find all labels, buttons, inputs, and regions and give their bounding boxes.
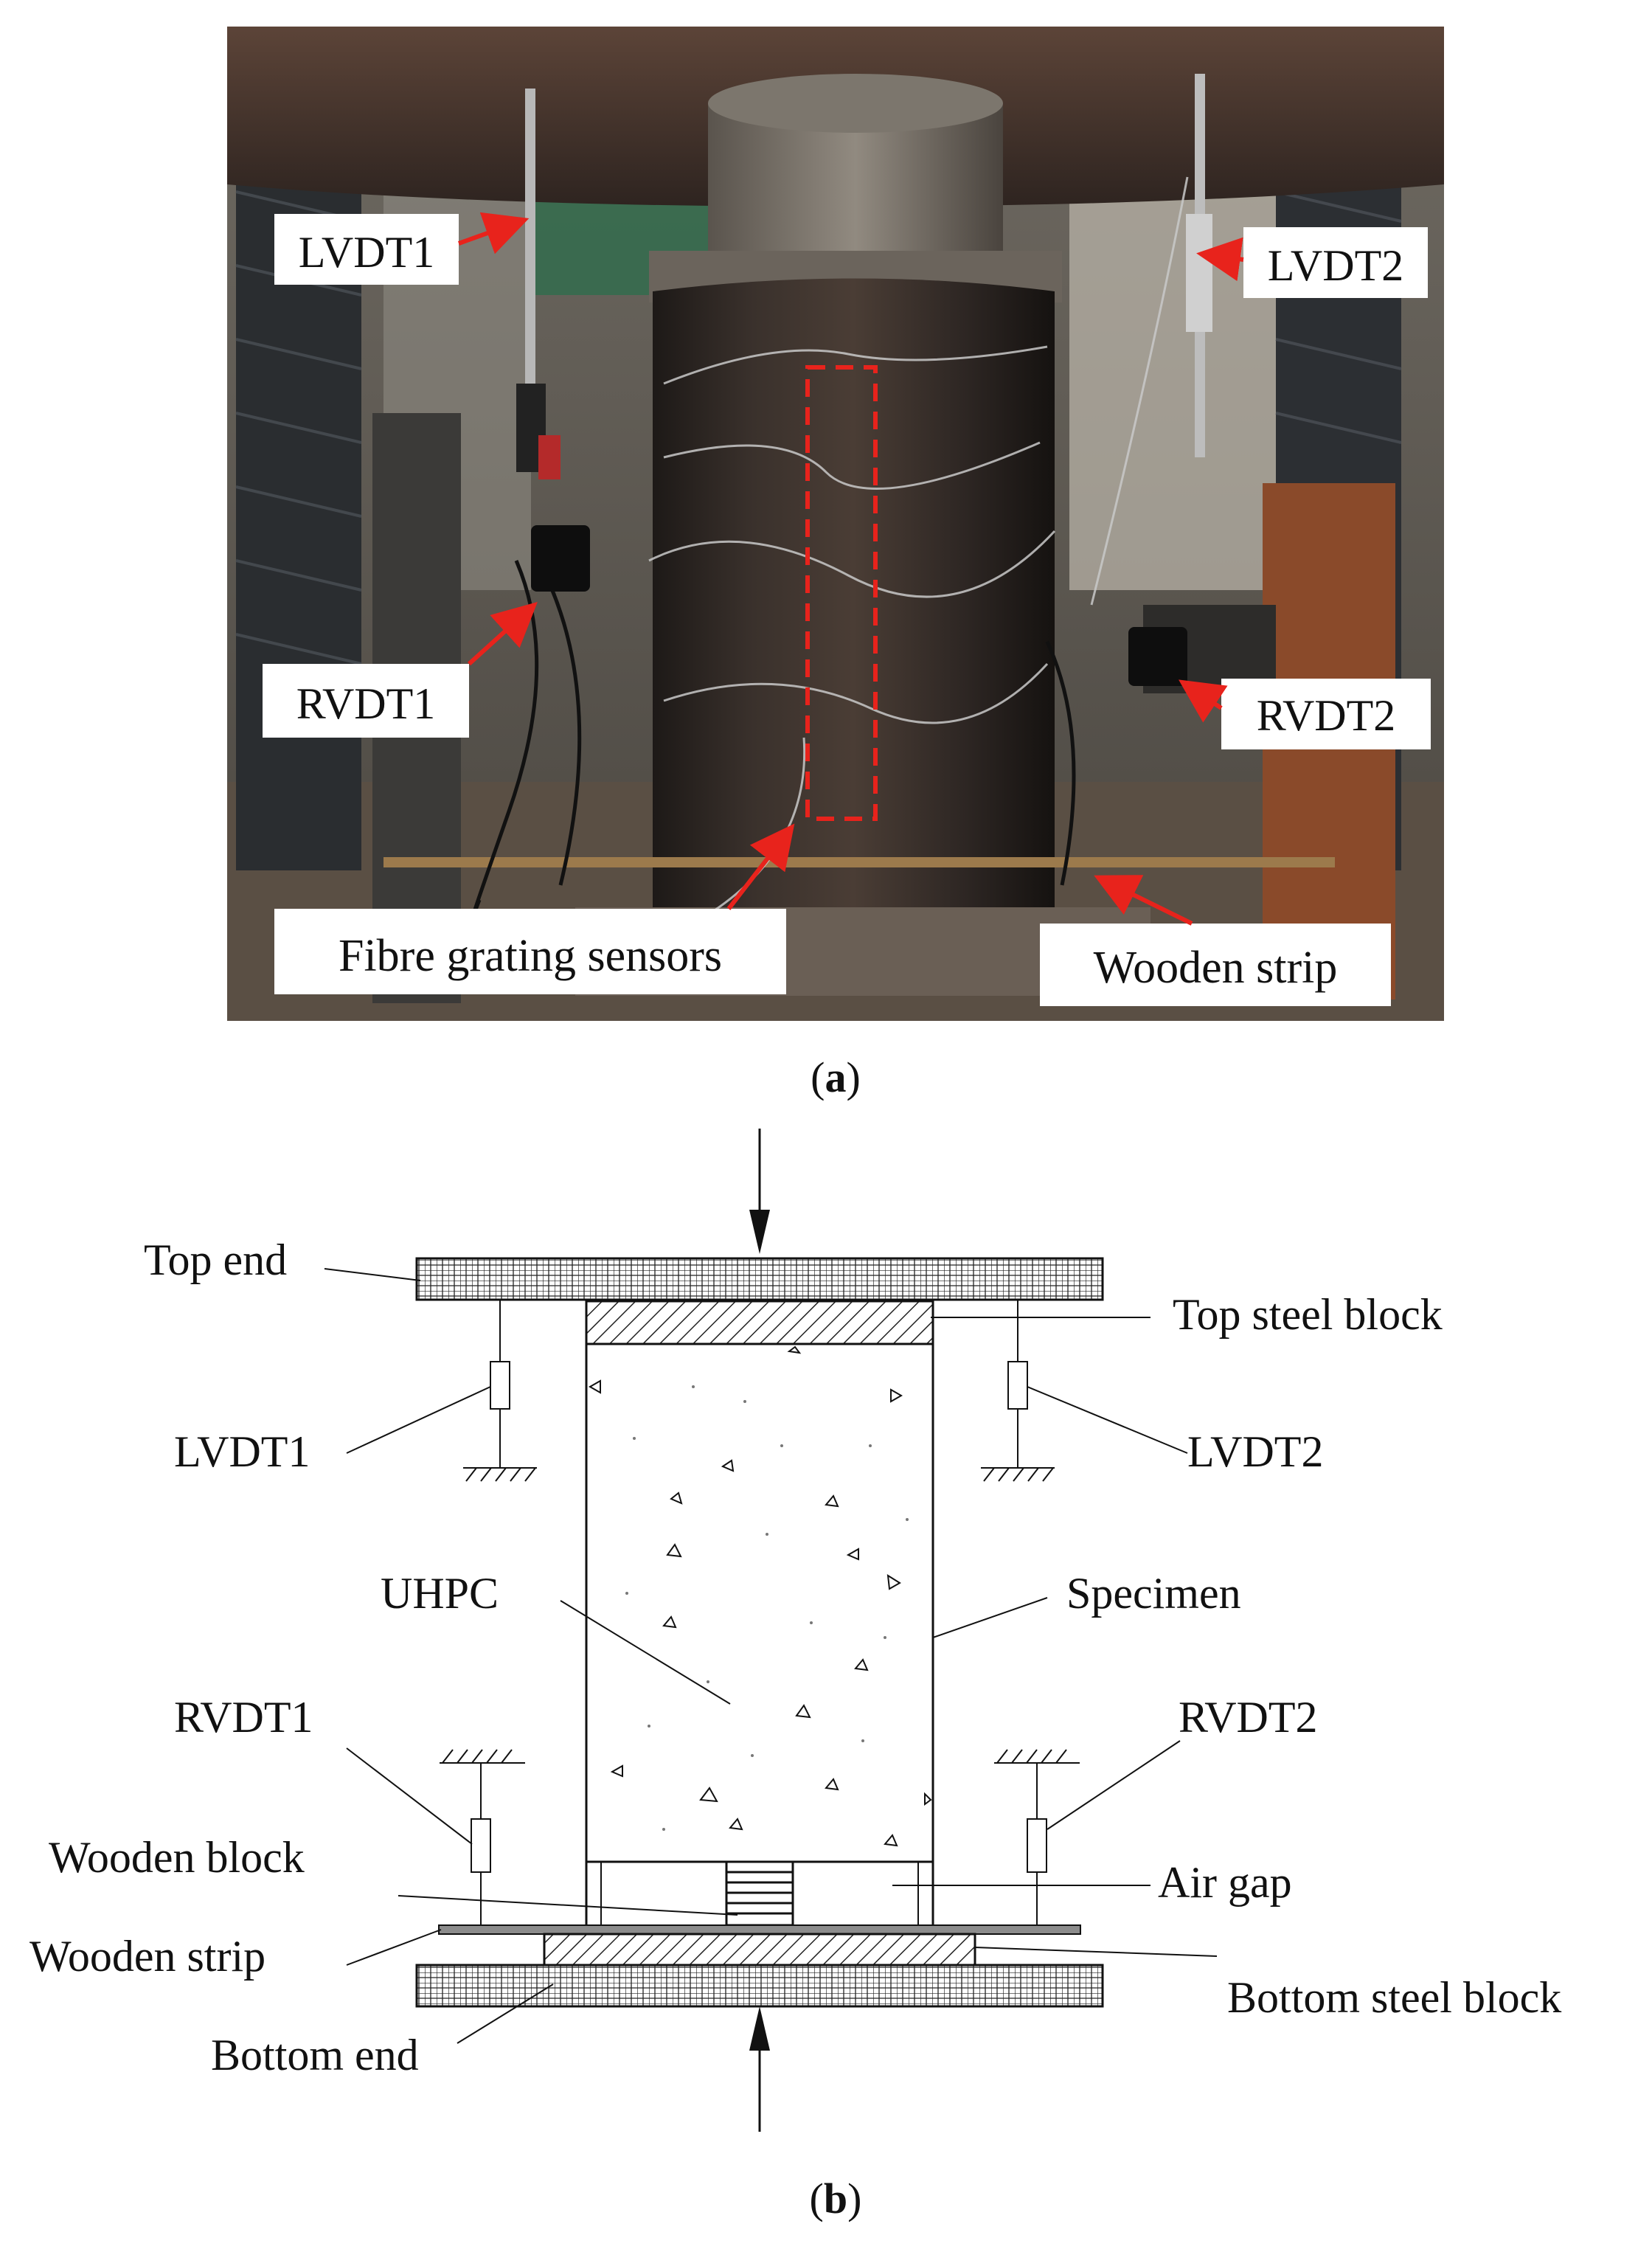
label-rvdt2: RVDT2 (1179, 1693, 1318, 1742)
label-lvdt2-text: LVDT2 (1268, 241, 1403, 290)
label-rvdt2: RVDT2 (1221, 679, 1431, 749)
arrow-lvdt2 (1196, 237, 1244, 282)
label-rvdt2-text: RVDT2 (1257, 691, 1396, 740)
top-load-arrow-head (749, 1210, 770, 1254)
caption-b: (b) (810, 2175, 862, 2222)
label-fibre-sensors-text: Fibre grating sensors (339, 931, 722, 981)
label-specimen: Specimen (1066, 1569, 1241, 1618)
lvdt2-symbol (981, 1300, 1055, 1482)
arrow-rvdt1 (467, 601, 538, 666)
lvdt1-symbol (463, 1300, 537, 1482)
photo-panel-a: LVDT1 LVDT2 RVDT1 RVDT2 Fibre grating se… (227, 27, 1444, 1021)
label-bottom-steel-block: Bottom steel block (1227, 1973, 1561, 2022)
label-lvdt1: LVDT1 (174, 1427, 310, 1476)
bottom-load-arrow-head (749, 2006, 770, 2051)
top-steel-block (585, 1300, 934, 1345)
label-top-end: Top end (144, 1236, 287, 1284)
arrow-rvdt2 (1179, 679, 1228, 723)
label-wooden-strip-photo-text: Wooden strip (1094, 943, 1338, 993)
uhpc-dots (625, 1385, 909, 1831)
label-rvdt1: RVDT1 (174, 1693, 313, 1742)
label-rvdt1-text: RVDT1 (296, 679, 436, 728)
arrow-fibre-sensors (726, 823, 795, 910)
label-wooden-block: Wooden block (49, 1833, 305, 1882)
fibre-sensor-dashed-box (805, 365, 878, 821)
label-top-steel-block: Top steel block (1173, 1290, 1443, 1339)
rvdt1-symbol (440, 1749, 525, 1925)
piston-top (708, 74, 1003, 133)
label-fibre-sensors: Fibre grating sensors (274, 909, 786, 994)
label-rvdt1: RVDT1 (263, 664, 469, 738)
label-lvdt2: LVDT2 (1187, 1427, 1323, 1476)
label-lvdt1: LVDT1 (274, 214, 459, 285)
arrow-lvdt1 (457, 212, 530, 254)
wooden-block (725, 1860, 794, 1927)
caption-a: (a) (811, 1053, 861, 1101)
leader-lines (324, 1268, 1218, 2044)
rvdt2-symbol (994, 1749, 1080, 1925)
rvdt2-device (1128, 627, 1187, 686)
rvdt1-device (531, 525, 590, 592)
lvdt1-device (516, 89, 560, 479)
wooden-strip-photo (384, 857, 1335, 867)
bottom-end-plate (415, 1964, 1104, 2008)
top-end-plate (415, 1257, 1104, 1301)
arrow-wooden-strip-photo (1094, 875, 1193, 926)
label-lvdt1-text: LVDT1 (299, 228, 434, 277)
schematic-panel-b (324, 1129, 1218, 2132)
specimen-cylinder (653, 278, 1055, 933)
bottom-steel-block (543, 1933, 976, 1967)
label-wooden-strip-photo: Wooden strip (1040, 924, 1391, 1006)
label-air-gap: Air gap (1158, 1858, 1292, 1907)
label-lvdt2: LVDT2 (1243, 227, 1428, 298)
specimen-body (585, 1342, 934, 1863)
label-uhpc: UHPC (381, 1569, 499, 1618)
schematic-labels: Top end Top steel block LVDT1 LVDT2 UHPC… (30, 1236, 1561, 2079)
label-wooden-strip: Wooden strip (30, 1932, 266, 1981)
wooden-strip (438, 1924, 1081, 1935)
sensor-wires (634, 176, 1189, 959)
label-bottom-end: Bottom end (211, 2031, 419, 2079)
uhpc-aggregates (588, 1345, 932, 1847)
